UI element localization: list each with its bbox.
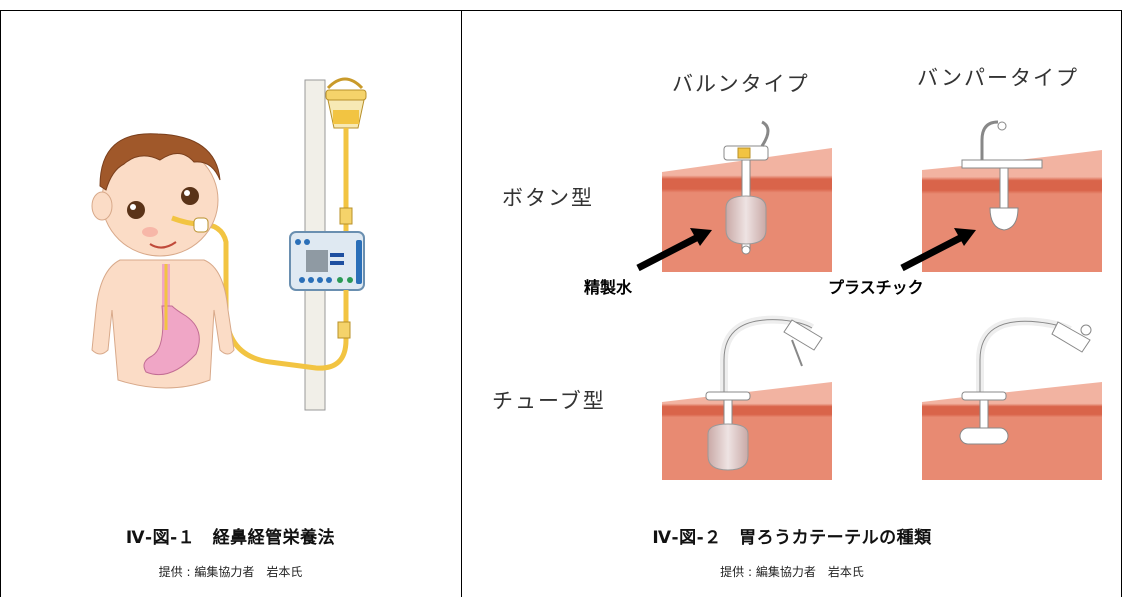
infusion-pump bbox=[289, 231, 365, 291]
figure1-caption: Ⅳ-図-１ 経鼻経管栄養法 bbox=[125, 528, 336, 548]
arrow-plastic bbox=[900, 228, 976, 272]
panel-divider bbox=[461, 10, 462, 597]
row-label-tube: チューブ型 bbox=[492, 389, 606, 413]
feeding-tube-lower bbox=[199, 221, 349, 371]
figure2-panel: バルンタイプ バンパータイプ ボタン型 チューブ型 bbox=[462, 10, 1122, 597]
bumper-button-catheter bbox=[961, 120, 1043, 231]
drip-chamber bbox=[339, 207, 353, 225]
balloon-button-catheter bbox=[723, 120, 770, 255]
column-header-balloon: バルンタイプ bbox=[672, 72, 810, 96]
annotation-plastic: プラスチック bbox=[828, 278, 924, 297]
arrow-purified-water bbox=[636, 228, 712, 272]
bumper-tube-catheter bbox=[959, 317, 1092, 445]
tissue-bumper-tube bbox=[922, 382, 1102, 480]
column-header-bumper: バンパータイプ bbox=[917, 66, 1080, 90]
figure1-panel: Ⅳ-図-１ 経鼻経管栄養法 提供 : 編集協力者 岩本氏 bbox=[0, 10, 461, 597]
row-label-button: ボタン型 bbox=[502, 186, 594, 210]
figure2-caption: Ⅳ-図-２ 胃ろうカテーテルの種類 bbox=[652, 528, 932, 548]
annotation-purified-water: 精製水 bbox=[584, 278, 633, 297]
catheter-diagram bbox=[636, 120, 1102, 480]
feeding-bag bbox=[325, 77, 367, 129]
balloon-tube-catheter bbox=[705, 315, 823, 471]
child-figure bbox=[91, 133, 235, 389]
figure1-credit: 提供 : 編集協力者 岩本氏 bbox=[158, 565, 303, 579]
figure2-credit: 提供 : 編集協力者 岩本氏 bbox=[720, 565, 864, 579]
figure-frame bbox=[0, 10, 1122, 597]
tube-clamp bbox=[337, 321, 351, 339]
nasogastric-illustration bbox=[91, 77, 367, 411]
